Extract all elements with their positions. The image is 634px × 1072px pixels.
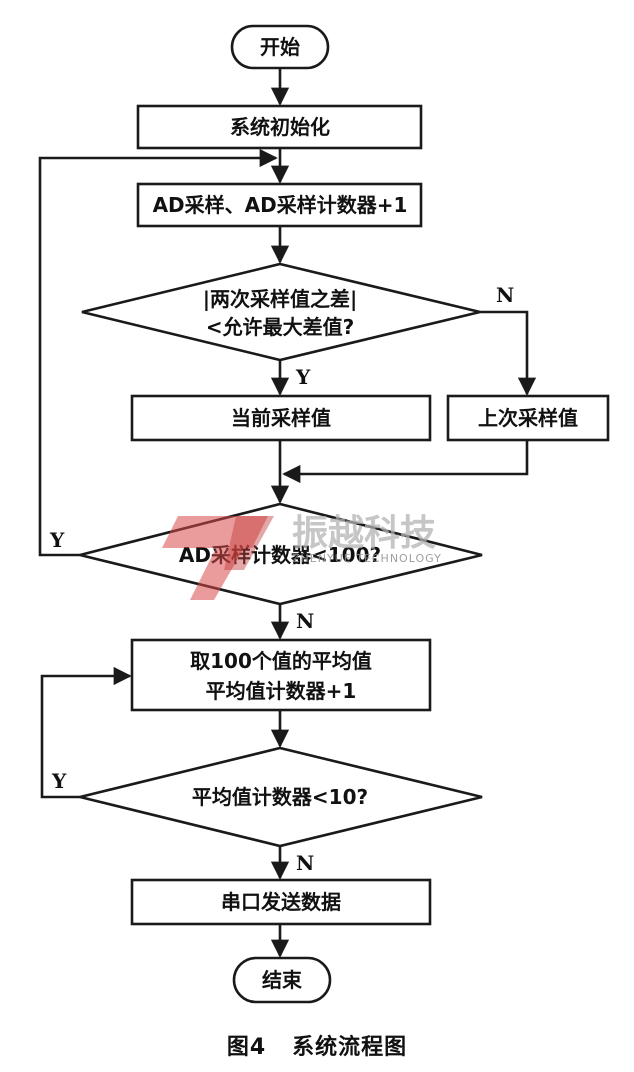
avg-yes-label: Y <box>51 769 67 793</box>
arrow-avg-loop <box>40 666 132 799</box>
average-label-2: 平均值计数器+1 <box>206 679 357 703</box>
watermark-logo-mark-2 <box>224 516 274 570</box>
send-label: 串口发送数据 <box>221 890 341 914</box>
sample-label: AD采样、AD采样计数器+1 <box>153 193 408 217</box>
average-label-1: 取100个值的平均值 <box>190 649 372 673</box>
watermark-brand: 振越科技 <box>292 513 436 554</box>
arrow-previous-merge <box>282 440 529 484</box>
count-yes-label: Y <box>49 528 65 552</box>
previous-label: 上次采样值 <box>478 406 578 430</box>
arrow-diff-previous <box>480 310 537 396</box>
avg-no-label: N <box>296 851 314 875</box>
init-box <box>136 104 423 150</box>
count-no-label: N <box>296 609 314 633</box>
end-label: 结束 <box>262 968 303 992</box>
diff-decision <box>81 262 481 362</box>
watermark: 振越科技 ZHENYUE TECHNOLOGY <box>162 513 442 600</box>
diff-label-1: |两次采样值之差| <box>203 287 358 311</box>
diff-label-2: <允许最大差值? <box>206 315 354 339</box>
arrow-count-loop <box>38 148 278 557</box>
watermark-logo-mark <box>162 516 268 600</box>
init-label: 系统初始化 <box>230 115 330 139</box>
diff-yes-label: Y <box>295 365 311 389</box>
watermark-sub: ZHENYUE TECHNOLOGY <box>292 552 442 565</box>
current-label: 当前采样值 <box>231 406 331 430</box>
avg-label: 平均值计数器<10? <box>192 785 368 809</box>
diff-no-label: N <box>496 283 514 307</box>
end-terminal <box>232 956 332 1004</box>
figure-caption: 图4 系统流程图 <box>227 1034 407 1060</box>
start-label: 开始 <box>260 35 300 59</box>
current-box <box>130 394 432 442</box>
